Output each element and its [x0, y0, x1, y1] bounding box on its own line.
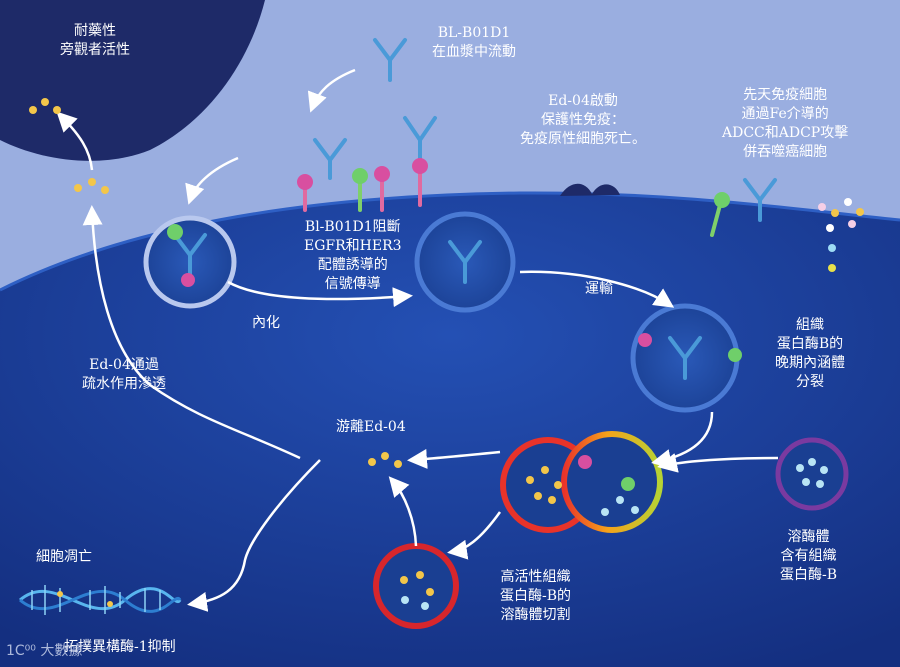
antibodies — [173, 38, 777, 380]
arrow-free — [407, 448, 501, 469]
arrow-to-dna — [187, 459, 321, 612]
label-transport: 運輸 — [585, 281, 613, 297]
label-cell-death: 細胞凋亡 — [36, 549, 92, 565]
label-topo-inhibit: 拓撲異構酶-1抑制 — [64, 639, 176, 655]
receptor-heads — [167, 158, 742, 491]
label-late-endosome: 組織蛋白酶B的晚期內涵體分裂 — [775, 317, 845, 390]
arrow-bystander — [56, 111, 94, 171]
arrow-internalize — [227, 280, 413, 308]
payload-dots — [29, 98, 562, 607]
label-high-activity: 高活性組織蛋白酶-B的溶酶體切割 — [500, 569, 572, 623]
label-lysosome: 溶酶體含有組織蛋白酶-B — [780, 529, 838, 583]
label-ed04-hydrophobic: Ed-04通過疏水作用滲透 — [82, 357, 166, 392]
label-internalization: 內化 — [252, 315, 280, 331]
arrow-fuse-cleave — [447, 511, 502, 560]
lysosome-fusion-right — [561, 431, 663, 533]
arrow-transport — [519, 270, 675, 308]
arrow-bind — [185, 156, 239, 205]
arrow-permeate — [82, 205, 301, 460]
label-ed04-immunity: Ed-04啟動保護性免疫：免疫原性細胞死亡。 — [520, 93, 646, 147]
arrow-circulate — [307, 68, 356, 113]
label-free-ed04: 游離Ed-04 — [336, 419, 406, 435]
label-resistant-bystander: 耐藥性旁觀者活性 — [60, 23, 130, 58]
lysosome — [775, 437, 849, 511]
watermark: 1C⁰⁰ 大數據 — [6, 643, 83, 659]
cathepsin-dots — [401, 458, 828, 610]
cleavage-lysosome — [373, 543, 459, 629]
arrow-lyso-fuse — [657, 453, 779, 473]
immune-particles — [818, 198, 864, 272]
arrow-cleave-free — [388, 476, 418, 547]
